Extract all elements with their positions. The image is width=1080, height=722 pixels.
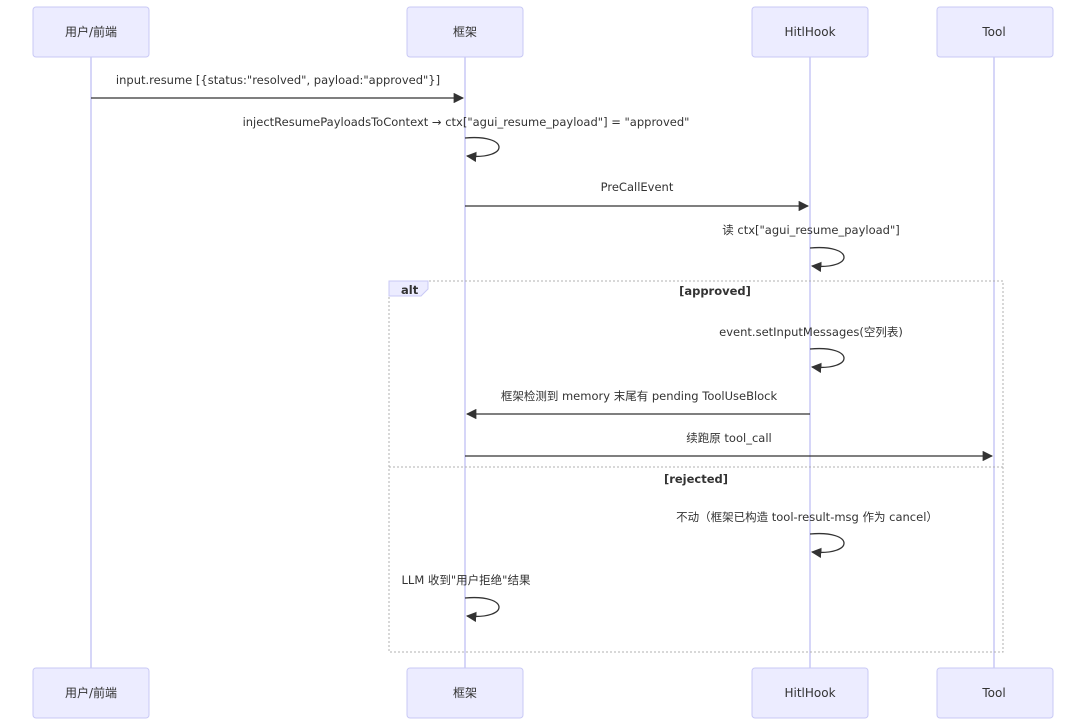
message-detect-pending: 框架检测到 memory 末尾有 pending ToolUseBlock — [465, 389, 810, 420]
participant-label: 框架 — [453, 686, 477, 700]
message-label: 续跑原 tool_call — [686, 431, 771, 445]
participant-tool-bottom: Tool — [936, 667, 1054, 719]
message-inject-payload: injectResumePayloadsToContext → ctx["agu… — [243, 115, 690, 163]
participant-label: 框架 — [453, 25, 477, 39]
participant-label: Tool — [981, 25, 1005, 39]
message-label: PreCallEvent — [601, 180, 674, 194]
alt-condition-rejected: [rejected] — [664, 472, 728, 486]
participant-framework-top: 框架 — [406, 6, 524, 58]
message-label: 框架检测到 memory 末尾有 pending ToolUseBlock — [501, 389, 778, 403]
participant-framework-bottom: 框架 — [406, 667, 524, 719]
participant-label: 用户/前端 — [65, 24, 117, 39]
participant-label: 用户/前端 — [65, 685, 117, 700]
alt-condition-approved: [approved] — [679, 284, 751, 298]
message-label: 不动（框架已构造 tool-result-msg 作为 cancel） — [676, 510, 938, 524]
message-self-arrow — [464, 136, 500, 163]
message-self-arrow — [464, 596, 500, 623]
participant-hitlhook-top: HitlHook — [751, 6, 869, 58]
message-set-input-messages: event.setInputMessages(空列表) — [719, 325, 903, 374]
message-llm-rejected: LLM 收到"用户拒绝"结果 — [402, 573, 531, 623]
participant-label: HitlHook — [784, 25, 835, 39]
participant-label: Tool — [981, 686, 1005, 700]
message-self-arrow — [809, 246, 845, 273]
message-label: event.setInputMessages(空列表) — [719, 325, 903, 339]
alt-tab — [388, 280, 429, 297]
message-label: input.resume [{status:"resolved", payloa… — [116, 73, 440, 87]
participant-tool-top: Tool — [936, 6, 1054, 58]
message-label: LLM 收到"用户拒绝"结果 — [402, 573, 531, 587]
message-resume-tool-call: 续跑原 tool_call — [465, 431, 994, 462]
participant-user-top: 用户/前端 — [32, 6, 150, 58]
message-label: 读 ctx["agui_resume_payload"] — [722, 223, 900, 237]
alt-label: alt — [401, 283, 419, 297]
message-self-arrow — [809, 532, 845, 559]
message-precall-event: PreCallEvent — [465, 180, 810, 212]
message-label: injectResumePayloadsToContext → ctx["agu… — [243, 115, 690, 129]
message-resume: input.resume [{status:"resolved", payloa… — [91, 73, 465, 104]
participant-user-bottom: 用户/前端 — [32, 667, 150, 719]
message-self-arrow — [809, 347, 845, 374]
message-read-ctx: 读 ctx["agui_resume_payload"] — [722, 223, 900, 273]
message-no-op-cancel: 不动（框架已构造 tool-result-msg 作为 cancel） — [676, 510, 938, 559]
participant-hitlhook-bottom: HitlHook — [751, 667, 869, 719]
participant-label: HitlHook — [784, 686, 835, 700]
